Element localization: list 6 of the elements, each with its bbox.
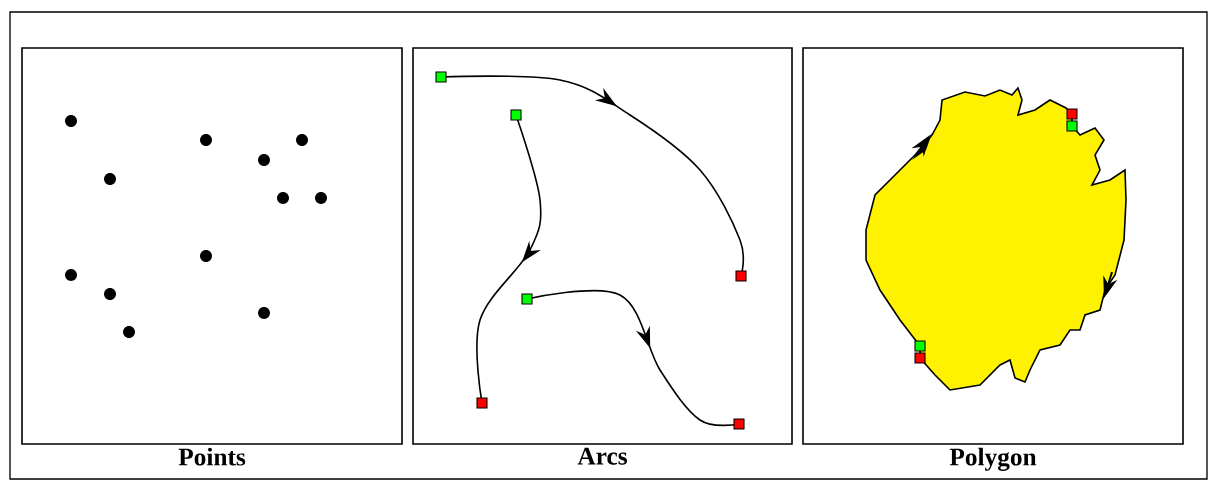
panel: Points: [21, 47, 403, 466]
panel: Polygon: [802, 47, 1184, 471]
node-label: Points: [178, 447, 246, 466]
node-label: Arcs: [577, 447, 627, 465]
panel: Arcs: [412, 47, 793, 465]
node-label: Polygon: [949, 447, 1037, 471]
